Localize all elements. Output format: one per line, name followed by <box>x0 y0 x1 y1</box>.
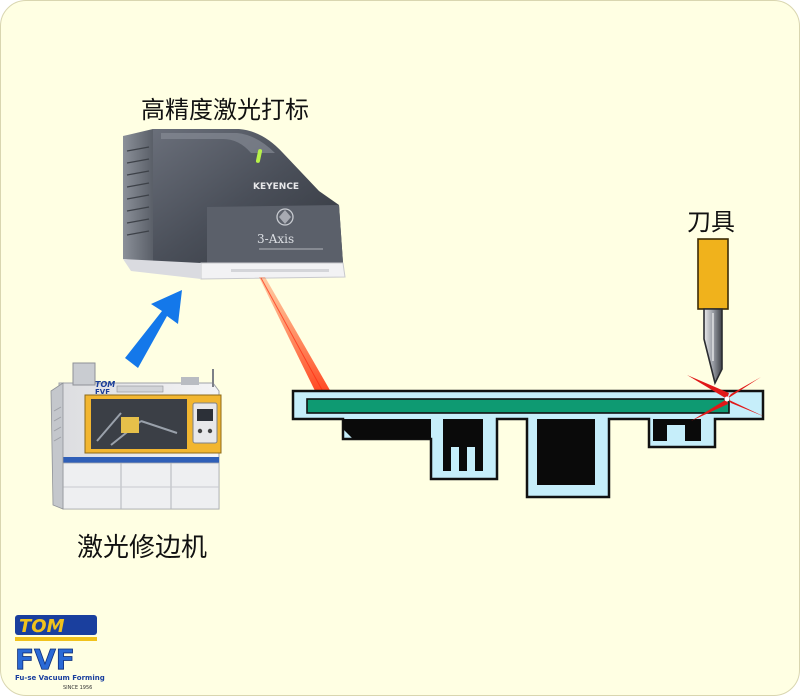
logo-stripe <box>15 637 97 641</box>
laser-beam <box>259 277 335 400</box>
formed-sheet <box>306 398 730 414</box>
cutting-spark-icon <box>687 375 765 421</box>
logo-bottom-text: FVF <box>15 643 75 676</box>
marker-vent-grille <box>126 146 150 236</box>
laser-trimmer-label: 激光修边机 <box>77 533 208 563</box>
marker-brand: KEYENCE <box>253 182 299 192</box>
logo-top-text: TOM <box>19 616 65 637</box>
marker-base-slot <box>231 269 329 272</box>
mold-cavity-right <box>653 419 701 441</box>
company-logo: TOM FVF Fu-se Vacuum Forming SINCE 1956 <box>15 615 105 691</box>
trimmer-cabinet <box>62 462 220 510</box>
knife-handle <box>697 238 729 310</box>
knife-tool <box>697 238 729 386</box>
trimmer-work-head <box>121 417 139 433</box>
trimmer-button-icon <box>197 428 203 434</box>
laser-trimmer-machine: TOM FVF <box>50 362 222 510</box>
trimmer-brand: FVF <box>95 388 110 396</box>
trimmer-button-icon <box>207 428 213 434</box>
trimmer-blue-band <box>63 457 219 463</box>
mold-body <box>291 389 765 499</box>
marker-top-highlight <box>161 133 275 153</box>
laser-marker-device: KEYENCE 3-Axis <box>123 129 346 280</box>
marker-emblem-icon <box>276 208 294 226</box>
logo-top-bar <box>15 615 97 635</box>
trimmer-top-block <box>181 377 199 385</box>
trimmer-screen <box>197 409 213 421</box>
marker-base-side <box>123 259 201 279</box>
logo-since: SINCE 1956 <box>63 685 92 691</box>
marker-model: 3-Axis <box>257 232 294 246</box>
trimmer-top-module <box>72 362 96 386</box>
trimmer-model-plate <box>116 385 164 393</box>
trimmer-side <box>50 382 64 510</box>
laser-marker-label: 高精度激光打标 <box>141 96 309 124</box>
trimmer-side-vents <box>53 406 62 442</box>
marker-status-light <box>255 149 263 163</box>
mold-cavity-left <box>309 419 431 439</box>
mold-cavity-deep <box>537 419 595 485</box>
trimmer-badge: TOM <box>95 380 115 389</box>
up-arrow-icon <box>125 290 182 368</box>
mold-cross-section <box>291 389 765 499</box>
logo-tagline: Fu-se Vacuum Forming <box>15 674 105 682</box>
mold-cavity-comb <box>443 419 483 471</box>
marker-emblem-diamond-icon <box>279 210 291 224</box>
knife-label: 刀具 <box>687 208 735 236</box>
